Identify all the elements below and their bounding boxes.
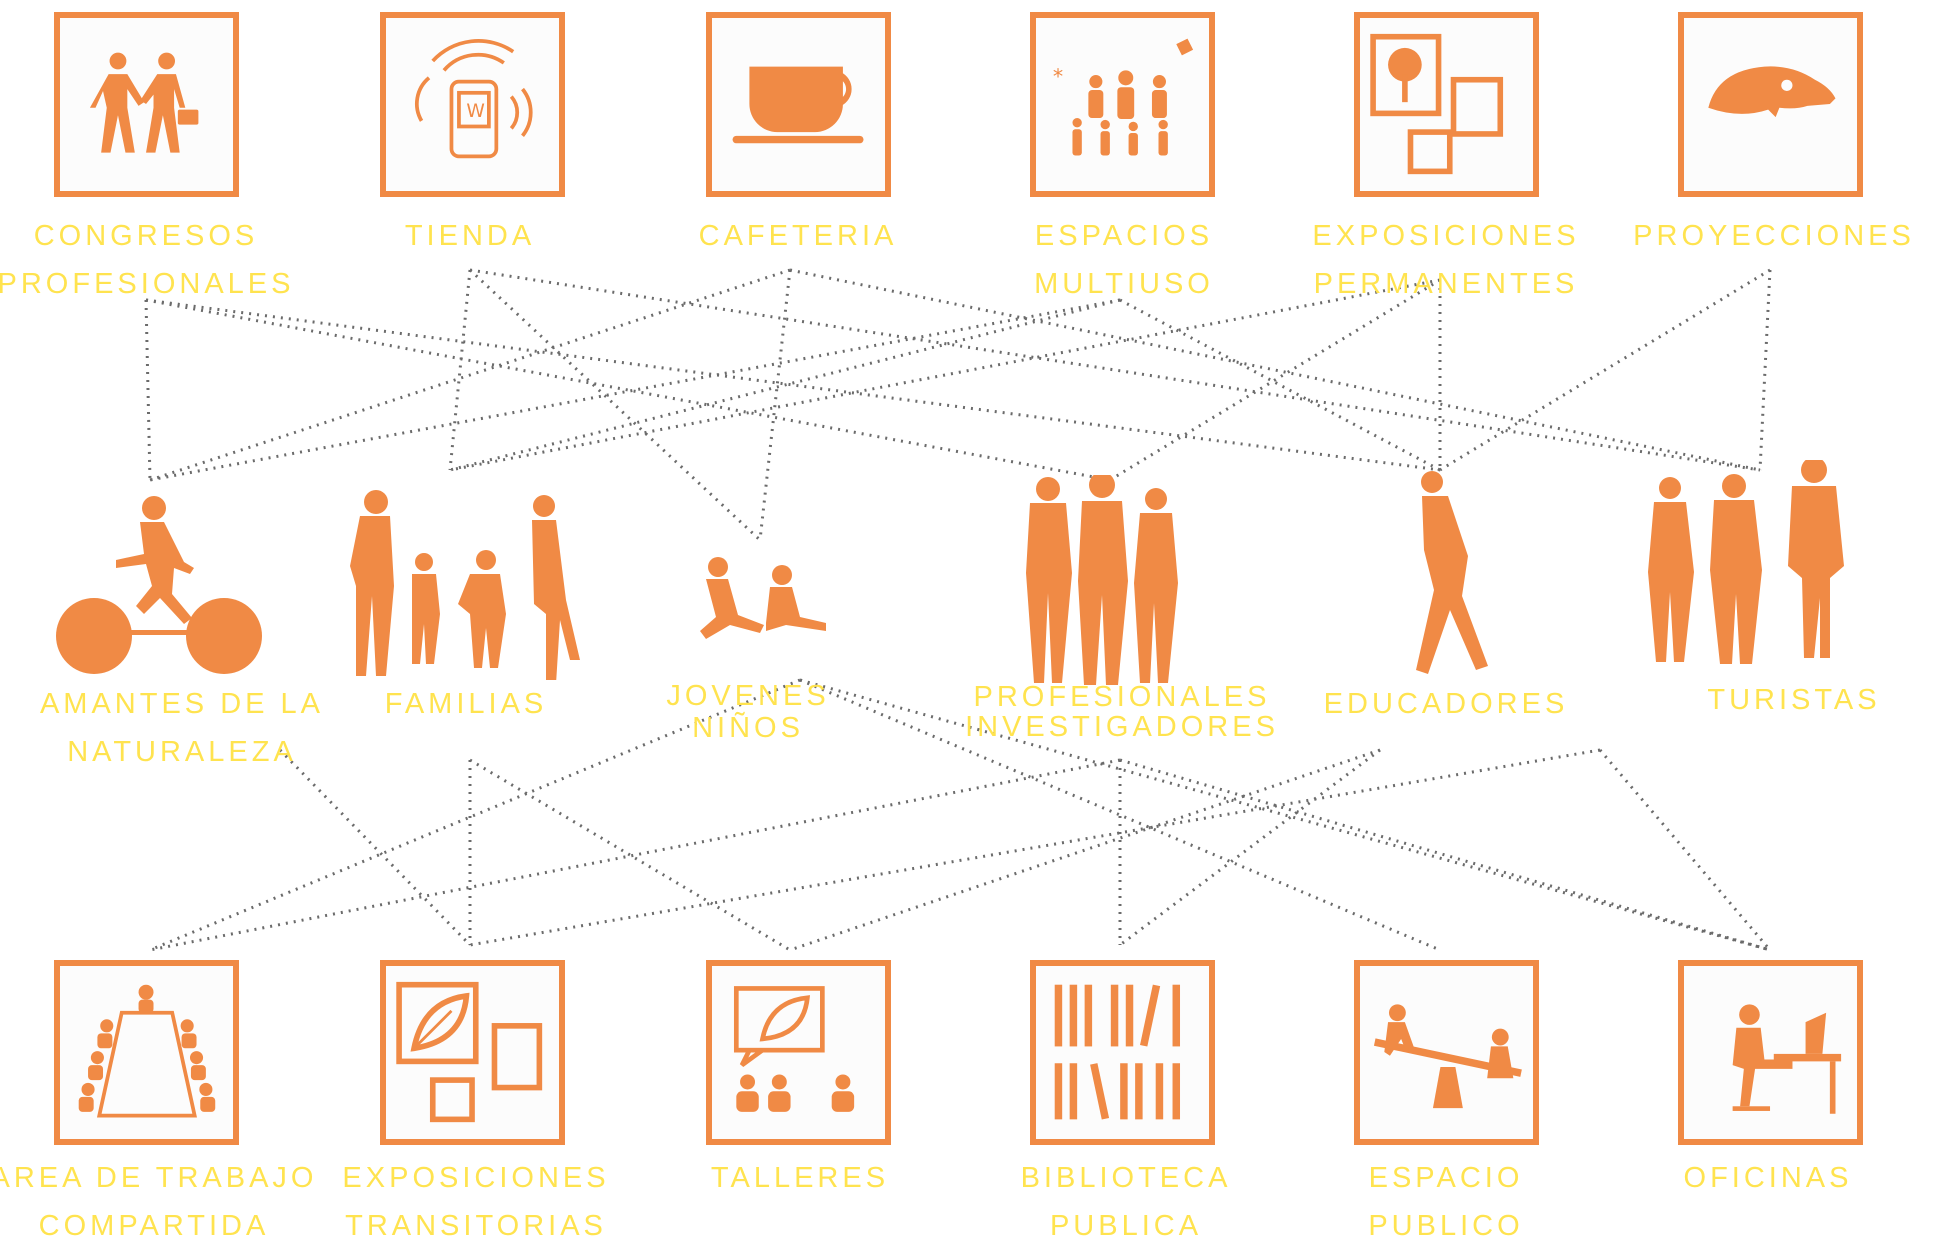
proyecciones-box	[1678, 12, 1863, 197]
link-cafeteria-jovenes	[758, 269, 792, 541]
cafeteria-label: CAFETERIA	[698, 220, 898, 252]
link-tienda-familias	[448, 269, 472, 471]
link-proyecciones-turistas	[1758, 269, 1772, 471]
link-profesionales-coworking	[149, 758, 1121, 952]
educadores-label: EDUCADORES	[1323, 688, 1569, 720]
link-permanentes-familias	[449, 278, 1441, 472]
books-icon	[1054, 984, 1181, 1120]
link-educadores-biblioteca	[1119, 748, 1381, 947]
dinosaur-skull-icon	[1708, 66, 1836, 118]
tourists-icon	[1640, 457, 1860, 670]
link-congresos-naturaleza	[144, 299, 152, 481]
framed-leaf-icon	[396, 981, 543, 1123]
link-multiuso-naturaleza	[149, 298, 1121, 482]
talleres-box	[706, 960, 891, 1145]
link-multiuso-familias	[449, 298, 1121, 472]
link-naturaleza-transitorias	[278, 748, 472, 947]
svg-text:*: *	[1053, 64, 1063, 88]
cafeteria-box	[706, 12, 891, 197]
coworking-box	[54, 960, 239, 1145]
cyclist-icon	[54, 490, 264, 680]
link-congresos-educadores	[145, 298, 1441, 472]
proyecciones-label: PROYECCIONES	[1633, 220, 1915, 252]
link-jovenes-oficinas	[799, 678, 1771, 952]
svg-text:W: W	[466, 101, 484, 122]
meeting-table-icon	[78, 984, 216, 1118]
congresos-box	[54, 12, 239, 197]
link-permanentes-profesionales	[1109, 278, 1441, 482]
phone-wifi-icon: W	[415, 39, 533, 159]
workshop-icon	[733, 986, 855, 1112]
coffee-cup-icon	[732, 66, 864, 144]
tienda-label: TIENDA	[404, 220, 536, 252]
multiuso-box: *	[1030, 12, 1215, 197]
office-desk-icon	[1732, 1004, 1842, 1114]
turistas-label: TURISTAS	[1707, 684, 1881, 716]
link-turistas-transitorias	[469, 748, 1601, 947]
tienda-box: W	[380, 12, 565, 197]
link-congresos-profesionales	[145, 298, 1111, 482]
kids-sitting-icon	[690, 555, 830, 655]
transitorias-box	[380, 960, 565, 1145]
framed-pictures-icon	[1370, 33, 1504, 175]
walking-person-icon	[1390, 470, 1500, 680]
group-people-icon: *	[1053, 38, 1194, 156]
oficinas-box	[1678, 960, 1863, 1145]
familias-label: FAMILIAS	[384, 688, 548, 720]
handshake-icon	[89, 52, 199, 153]
link-multiuso-educadores	[1119, 298, 1441, 472]
link-profesionales-oficinas	[1119, 758, 1771, 952]
espacio-box	[1354, 960, 1539, 1145]
professionals-icon	[1010, 472, 1190, 685]
oficinas-label: OFICINAS	[1683, 1162, 1853, 1194]
family-icon	[320, 490, 580, 684]
link-cafeteria-turistas	[789, 268, 1761, 472]
permanentes-box	[1354, 12, 1539, 197]
link-turistas-oficinas	[1598, 749, 1772, 951]
biblioteca-box	[1030, 960, 1215, 1145]
talleres-label: TALLERES	[710, 1162, 890, 1194]
link-educadores-talleres	[789, 748, 1381, 952]
link-familias-talleres	[469, 758, 791, 952]
seesaw-icon	[1373, 1004, 1522, 1109]
